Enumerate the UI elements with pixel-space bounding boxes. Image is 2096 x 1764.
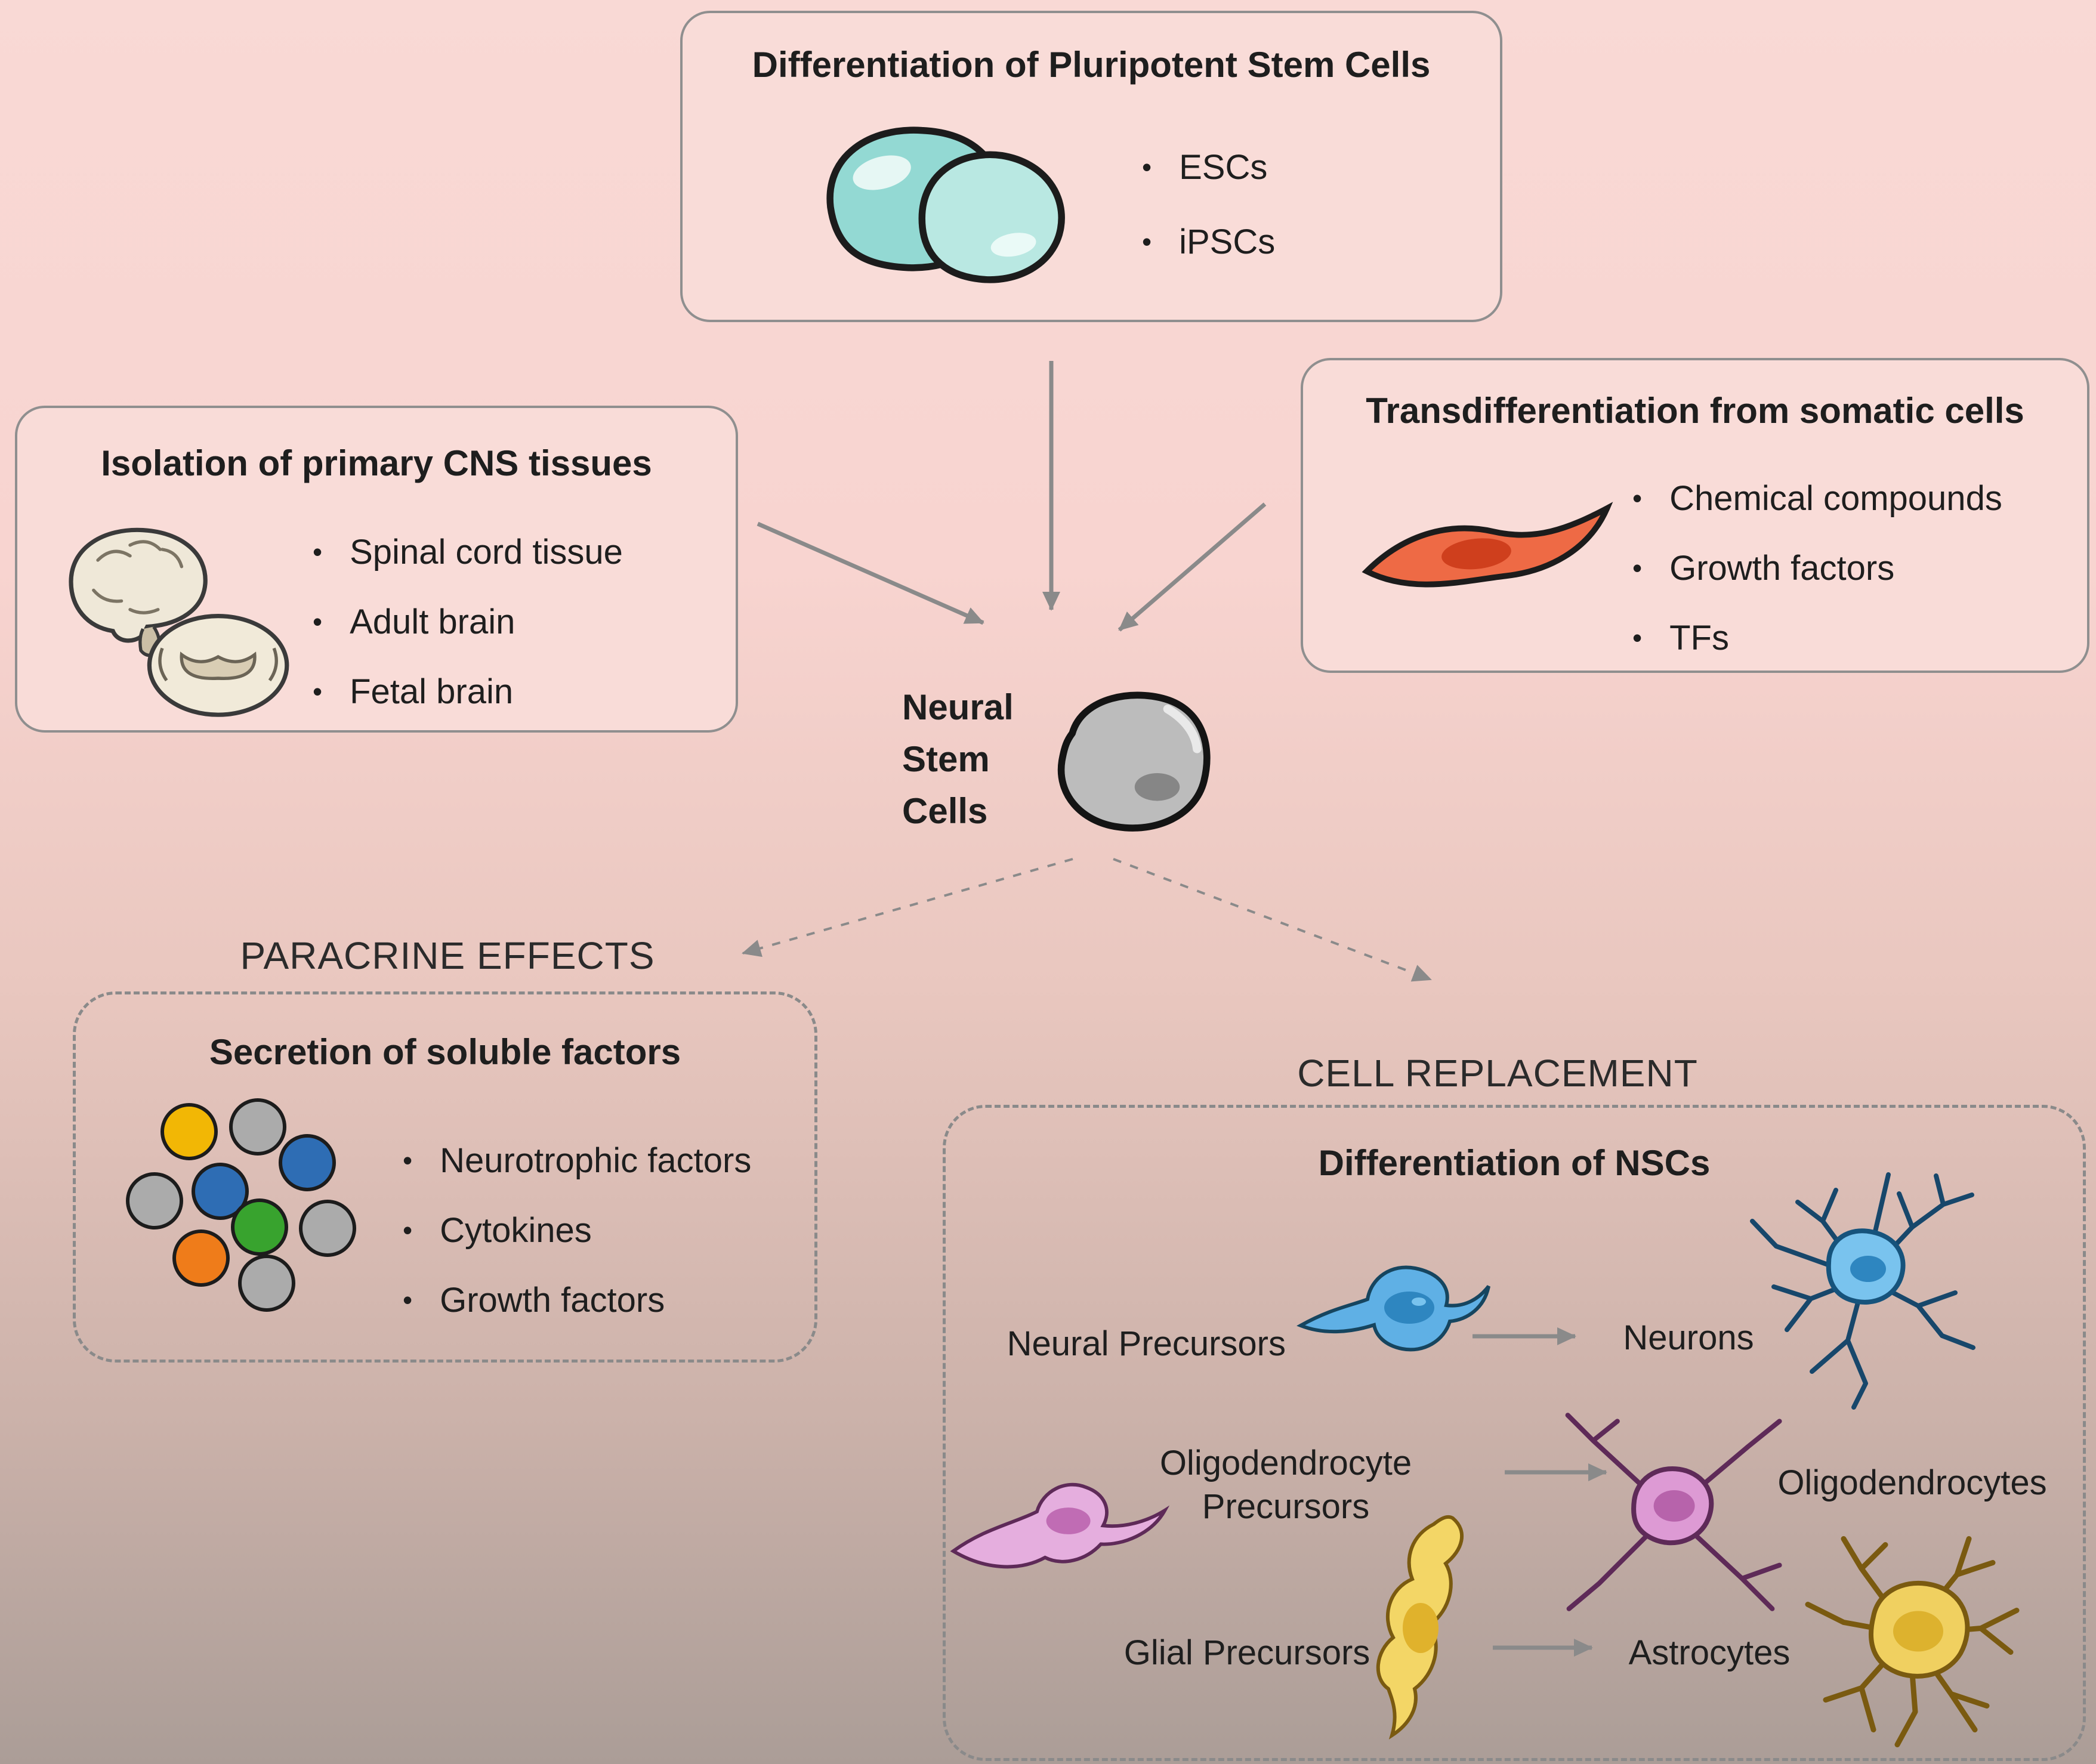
list-item: Spinal cord tissue [313, 532, 623, 572]
arrow-nsc-to-replacement [1113, 858, 1432, 982]
paracrine-title: Secretion of soluble factors [209, 1032, 681, 1072]
oligodendrocyte-icon [1565, 1413, 1782, 1611]
somatic-items: Chemical compounds Growth factors TFs [1632, 478, 2002, 658]
pluripotent-box: Differentiation of Pluripotent Stem Cell… [680, 11, 1502, 322]
paracrine-box: Secretion of soluble factors Neurotrophi… [73, 991, 817, 1363]
cns-box: Isolation of primary CNS tissues Spinal … [15, 406, 738, 733]
nsc-cell-icon [1057, 691, 1211, 832]
astrocytes-label: Astrocytes [1628, 1633, 1791, 1672]
pluripotent-title: Differentiation of Pluripotent Stem Cell… [752, 45, 1431, 85]
somatic-cell-icon [1362, 502, 1613, 588]
list-item: Cytokines [403, 1210, 751, 1250]
replacement-title: Differentiation of NSCs [1318, 1143, 1711, 1183]
opc-icon [950, 1482, 1169, 1569]
oligodendrocytes-label: Oligodendrocytes [1777, 1463, 2047, 1502]
nsc-label: Neural Stem Cells [902, 687, 1014, 831]
brain-icon [69, 527, 289, 717]
paracrine-items: Neurotrophic factors Cytokines Growth fa… [403, 1141, 751, 1320]
glial-precursors-label: Glial Precursors [1123, 1633, 1370, 1672]
list-item: Chemical compounds [1632, 478, 2002, 518]
pluripotent-cells-icon [826, 126, 1065, 283]
pluripotent-items: ESCs iPSCs [1142, 147, 1275, 262]
arrow-nsc-to-paracrine [742, 858, 1073, 957]
cns-items: Spinal cord tissue Adult brain Fetal bra… [313, 532, 623, 712]
neurons-label: Neurons [1623, 1318, 1754, 1357]
list-item: ESCs [1142, 147, 1275, 187]
list-item: Neurotrophic factors [403, 1141, 751, 1181]
list-item: Adult brain [313, 602, 623, 642]
neural-precursors-label: Neural Precursors [1007, 1324, 1286, 1363]
replacement-heading: CELL REPLACEMENT [1297, 1052, 1698, 1095]
list-item: iPSCs [1142, 222, 1275, 262]
opc-label: Oligodendrocyte Precursors [1159, 1444, 1412, 1526]
list-item: TFs [1632, 618, 2002, 658]
somatic-title: Transdifferentiation from somatic cells [1366, 391, 2024, 431]
arrow-somatic-to-nsc [1118, 502, 1267, 632]
somatic-box: Transdifferentiation from somatic cells … [1301, 358, 2089, 673]
glial-precursor-icon [1376, 1515, 1464, 1740]
list-item: Growth factors [403, 1280, 751, 1320]
neural-precursor-icon [1297, 1265, 1490, 1352]
astrocyte-icon [1805, 1536, 2020, 1747]
list-item: Fetal brain [313, 672, 623, 712]
soluble-factors-icon [126, 1098, 356, 1312]
paracrine-heading: PARACRINE EFFECTS [240, 934, 655, 977]
neuron-icon [1750, 1172, 1975, 1410]
replacement-box: Differentiation of NSCs Neural Precursor… [943, 1105, 2086, 1761]
arrow-cns-to-nsc [757, 521, 984, 625]
cns-title: Isolation of primary CNS tissues [101, 443, 652, 483]
list-item: Growth factors [1632, 548, 2002, 588]
